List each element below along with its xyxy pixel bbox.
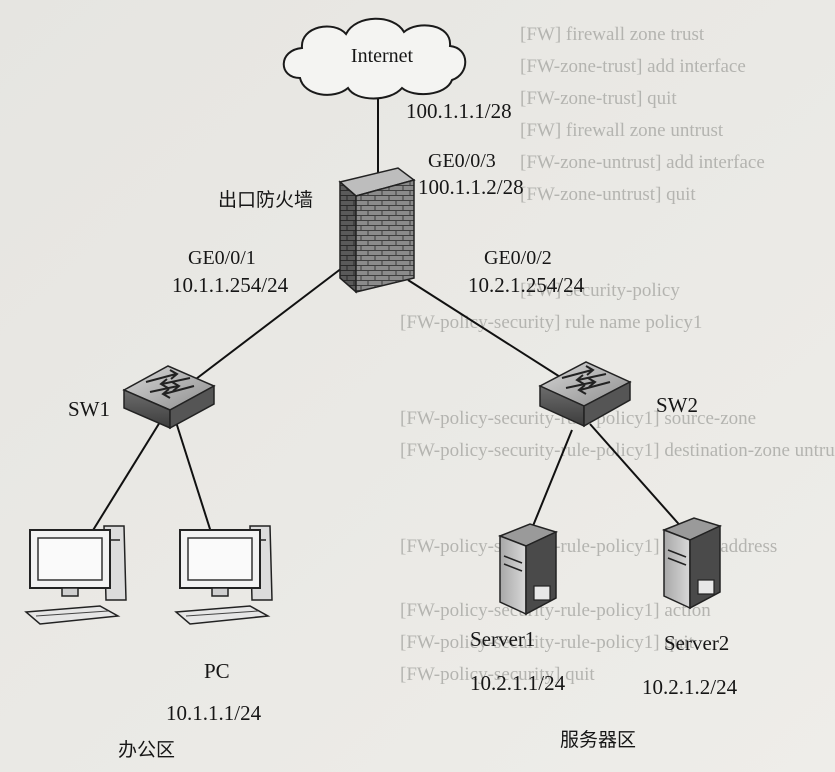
firewall-port-up-ip: 100.1.1.2/28: [418, 175, 524, 199]
bg-line-10: [FW-policy-security-rule-policy1] destin…: [400, 440, 835, 461]
pc-computer-icon: [24, 525, 127, 625]
bg-line-6: [FW-zone-untrust] quit: [520, 184, 696, 205]
bg-line-4: [FW] firewall zone untrust: [520, 120, 724, 141]
firewall-port-right-ip: 10.2.1.254/24: [468, 273, 585, 297]
sw1-label: SW1: [68, 397, 110, 421]
server2-label: Server2: [664, 631, 729, 655]
server1-label: Server1: [470, 627, 535, 651]
server-zone-label: 服务器区: [560, 729, 636, 751]
bg-line-2: [FW-zone-trust] add interface: [520, 56, 746, 77]
link-firewall-sw2: [407, 279, 569, 383]
firewall-port-right: GE0/0/2: [484, 247, 552, 269]
server1-ip-label: 10.2.1.1/24: [470, 671, 566, 695]
internet-ip-label: 100.1.1.1/28: [406, 99, 512, 123]
server2-ip-label: 10.2.1.2/24: [642, 675, 738, 699]
bg-line-3: [FW-zone-trust] quit: [520, 88, 677, 109]
pc-label: PC: [204, 659, 230, 683]
link-sw1-pc-right: [175, 421, 217, 549]
firewall-port-up: GE0/0/3: [428, 150, 496, 172]
link-sw1-pc-left: [81, 421, 161, 549]
firewall-port-left-ip: 10.1.1.254/24: [172, 273, 289, 297]
server2-icon: [661, 517, 723, 610]
link-firewall-sw1: [191, 267, 343, 383]
bg-line-14: [FW-policy-security] quit: [400, 664, 595, 685]
internet-label: Internet: [351, 45, 414, 67]
bg-line-7: [FW] security-policy: [520, 280, 680, 301]
sw2-switch-icon: [538, 361, 632, 428]
bg-line-5: [FW-zone-untrust] add interface: [520, 152, 765, 173]
pc-ip-label: 10.1.1.1/24: [166, 701, 262, 725]
bg-line-13: [FW-policy-security-rule-policy1] quit: [400, 632, 695, 653]
office-zone-label: 办公区: [118, 739, 175, 761]
firewall-name-label: 出口防火墙: [218, 189, 313, 211]
sw2-label: SW2: [656, 393, 698, 417]
bg-line-12: [FW-policy-security-rule-policy1] action: [400, 600, 711, 621]
bg-line-8: [FW-policy-security] rule name policy1: [400, 312, 702, 333]
server1-icon: [497, 523, 559, 616]
background-showthrough-text: [FW] firewall zone trust [FW-zone-trust]…: [400, 24, 835, 685]
pc-computer-icon-2: [174, 525, 273, 625]
sw1-switch-icon: [122, 365, 216, 430]
bg-line-1: [FW] firewall zone trust: [520, 24, 705, 45]
firewall-port-left: GE0/0/1: [188, 247, 256, 269]
firewall-icon: [338, 167, 416, 294]
internet-cloud-icon: Internet: [282, 17, 467, 100]
